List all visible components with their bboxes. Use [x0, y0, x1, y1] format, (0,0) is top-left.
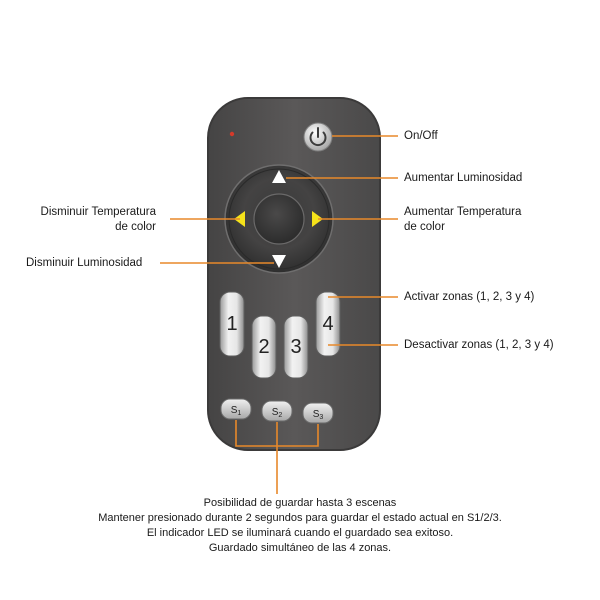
zone-2-button[interactable]: 2 — [251, 315, 277, 379]
zone-2-label: 2 — [258, 336, 269, 358]
label-temp-down-line1: Disminuir Temperatura — [40, 206, 156, 218]
led-indicator — [229, 131, 235, 137]
brightness-down-arrow[interactable] — [272, 255, 286, 268]
label-temp-up-line2: de color — [404, 221, 445, 233]
label-zones-off: Desactivar zonas (1, 2, 3 y 4) — [404, 339, 554, 351]
power-button[interactable] — [303, 122, 333, 152]
dpad-center-button[interactable] — [253, 193, 305, 245]
label-temp-down: Disminuir Temperatura de color — [14, 205, 156, 235]
callout-lines — [160, 135, 398, 494]
label-temp-up: Aumentar Temperatura de color — [404, 205, 521, 235]
temp-up-arrow[interactable] — [312, 211, 323, 227]
scene-3-button[interactable]: S3 — [302, 402, 334, 424]
scene-1-label: S1 — [231, 405, 242, 417]
zone-1-button[interactable]: 1 — [219, 291, 245, 357]
zone-4-label: 4 — [322, 313, 333, 335]
label-zones-on: Activar zonas (1, 2, 3 y 4) — [404, 291, 535, 303]
zone-4-button[interactable]: 4 — [315, 291, 341, 357]
brightness-up-arrow[interactable] — [272, 170, 286, 183]
remote-body — [207, 97, 381, 451]
power-icon — [309, 127, 327, 147]
label-brightness-up: Aumentar Luminosidad — [404, 172, 523, 184]
zone-3-label: 3 — [290, 336, 301, 358]
caption-line-1: Posibilidad de guardar hasta 3 escenas — [203, 497, 397, 509]
label-temp-up-line1: Aumentar Temperatura — [404, 206, 522, 218]
label-brightness-down: Disminuir Luminosidad — [26, 257, 143, 269]
zone-1-label: 1 — [226, 313, 237, 335]
scene-1-button[interactable]: S1 — [220, 398, 252, 420]
zone-3-button[interactable]: 3 — [283, 315, 309, 379]
caption-line-2: Mantener presionado durante 2 segundos p… — [98, 512, 502, 524]
caption-line-3: El indicador LED se iluminará cuando el … — [146, 527, 454, 539]
label-on-off: On/Off — [404, 130, 438, 142]
scene-2-label: S2 — [272, 407, 283, 419]
scene-3-label: S3 — [313, 409, 324, 421]
scene-2-button[interactable]: S2 — [261, 400, 293, 422]
caption-line-4: Guardado simultáneo de las 4 zonas. — [208, 542, 392, 554]
label-temp-down-line2: de color — [115, 221, 156, 233]
